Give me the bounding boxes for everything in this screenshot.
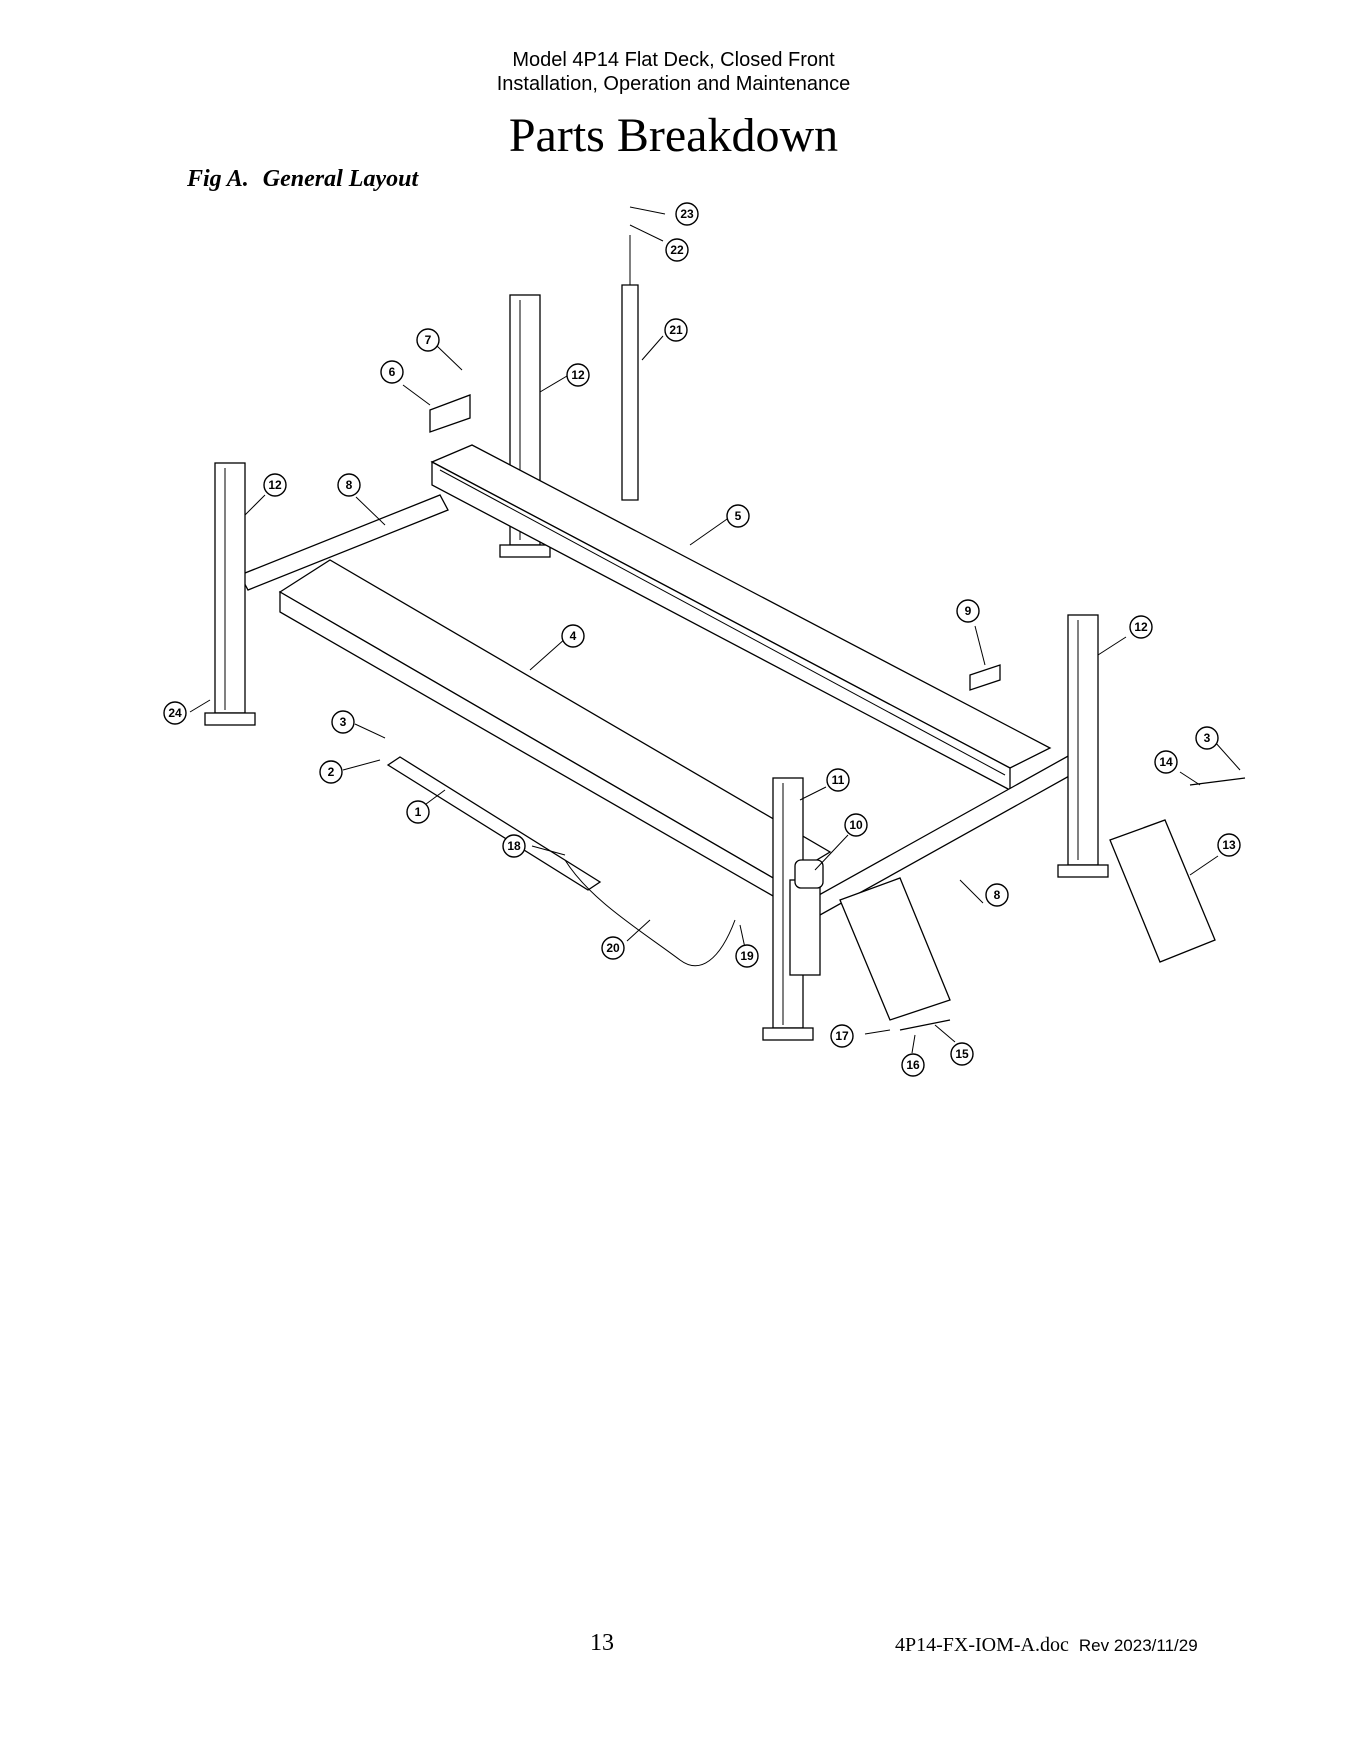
callout-14: 14 — [1154, 750, 1178, 774]
svg-text:8: 8 — [994, 888, 1001, 902]
page-number: 13 — [590, 1630, 614, 1656]
svg-text:4: 4 — [570, 629, 577, 643]
callout-16: 16 — [901, 1053, 925, 1077]
approach-ramp-left — [839, 877, 951, 1021]
ramp-pin-bar — [899, 777, 1246, 1031]
figure-label: Fig A. — [187, 166, 249, 192]
svg-text:20: 20 — [606, 941, 620, 955]
svg-text:12: 12 — [268, 478, 282, 492]
approach-ramp-right — [1109, 819, 1216, 963]
callout-5: 5 — [726, 504, 750, 528]
callout-3-left: 3 — [331, 710, 355, 734]
callout-11: 11 — [826, 768, 850, 792]
svg-text:18: 18 — [507, 839, 521, 853]
svg-text:7: 7 — [425, 333, 432, 347]
svg-text:23: 23 — [680, 207, 694, 221]
bracket-9 — [969, 664, 1001, 691]
callout-23: 23 — [675, 202, 699, 226]
svg-text:11: 11 — [832, 773, 845, 787]
document-filename: 4P14-FX-IOM-A.doc — [895, 1634, 1069, 1656]
callout-12-back: 12 — [566, 363, 590, 387]
callout-17: 17 — [830, 1024, 854, 1048]
svg-text:14: 14 — [1159, 755, 1173, 769]
svg-text:3: 3 — [340, 715, 347, 729]
figure-caption: Fig A. General Layout — [187, 166, 418, 193]
svg-text:8: 8 — [346, 478, 353, 492]
svg-text:12: 12 — [1134, 620, 1148, 634]
post-back-right — [1057, 614, 1109, 878]
svg-text:12: 12 — [571, 368, 585, 382]
svg-text:15: 15 — [955, 1047, 969, 1061]
post-front-right — [762, 777, 824, 1041]
footer-document: 4P14-FX-IOM-A.doc Rev 2023/11/29 — [895, 1634, 1198, 1657]
ladder-bar — [621, 235, 639, 501]
callout-21: 21 — [664, 318, 688, 342]
runway-front — [278, 559, 832, 902]
callout-18: 18 — [502, 834, 526, 858]
svg-text:2: 2 — [328, 765, 335, 779]
callout-9: 9 — [956, 599, 980, 623]
callout-12-left: 12 — [263, 473, 287, 497]
callout-6: 6 — [380, 360, 404, 384]
callout-20: 20 — [601, 936, 625, 960]
callout-12-right: 12 — [1129, 615, 1153, 639]
post-front-left — [204, 462, 256, 726]
callout-22: 22 — [665, 238, 689, 262]
header-model-line: Model 4P14 Flat Deck, Closed Front — [512, 49, 835, 71]
callout-10: 10 — [844, 813, 868, 837]
header-manual-line: Installation, Operation and Maintenance — [496, 73, 851, 95]
bracket-6 — [429, 394, 471, 433]
callout-7: 7 — [416, 328, 440, 352]
callout-15: 15 — [950, 1042, 974, 1066]
svg-text:10: 10 — [849, 818, 863, 832]
revision-date: Rev 2023/11/29 — [1078, 1636, 1198, 1655]
svg-text:17: 17 — [835, 1029, 849, 1043]
callout-8-left: 8 — [337, 473, 361, 497]
svg-text:5: 5 — [735, 509, 742, 523]
svg-text:21: 21 — [669, 323, 683, 337]
svg-text:13: 13 — [1222, 838, 1236, 852]
svg-text:3: 3 — [1204, 731, 1211, 745]
callout-3-right: 3 — [1195, 726, 1219, 750]
callout-2: 2 — [319, 760, 343, 784]
svg-text:19: 19 — [740, 949, 754, 963]
callout-13: 13 — [1217, 833, 1241, 857]
hydraulic-hose — [564, 859, 736, 967]
svg-text:24: 24 — [168, 706, 182, 720]
callout-4: 4 — [561, 624, 585, 648]
figure-caption-text: General Layout — [262, 166, 419, 192]
svg-text:6: 6 — [389, 365, 396, 379]
svg-text:16: 16 — [906, 1058, 920, 1072]
svg-text:22: 22 — [670, 243, 684, 257]
callout-24: 24 — [163, 701, 187, 725]
callout-1: 1 — [406, 800, 430, 824]
leader-lines — [189, 206, 1241, 1054]
svg-text:9: 9 — [965, 604, 972, 618]
svg-text:1: 1 — [415, 805, 422, 819]
page-title: Parts Breakdown — [508, 109, 839, 162]
callout-8-right: 8 — [985, 883, 1009, 907]
callout-19: 19 — [735, 944, 759, 968]
